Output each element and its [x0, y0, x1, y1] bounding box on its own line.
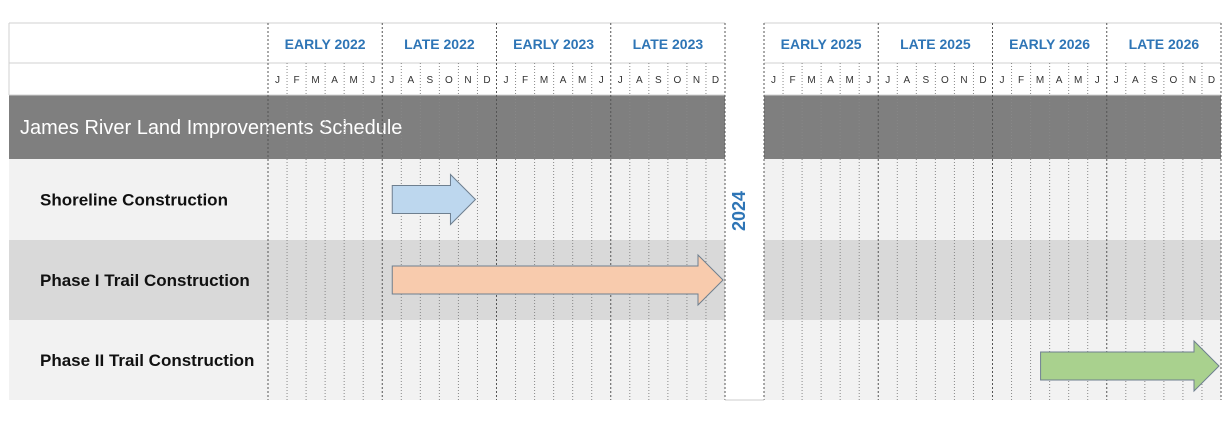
row-background-left — [9, 159, 725, 240]
month-tick-label-left: A — [636, 75, 643, 86]
month-tick-label-left: S — [655, 75, 662, 86]
month-tick-label-left: M — [311, 75, 319, 86]
month-tick-label-right: J — [1095, 75, 1100, 86]
month-tick-label-right: S — [923, 75, 930, 86]
period-label-right: EARLY 2026 — [1009, 36, 1090, 52]
month-tick-label-left: J — [504, 75, 509, 86]
month-tick-label-left: M — [350, 75, 358, 86]
month-tick-label-left: N — [464, 75, 471, 86]
month-tick-label-left: F — [294, 75, 300, 86]
month-tick-label-left: F — [522, 75, 528, 86]
month-tick-label-left: M — [540, 75, 548, 86]
month-tick-label-left: J — [275, 75, 280, 86]
month-tick-label-right: M — [1074, 75, 1082, 86]
month-tick-label-right: O — [941, 75, 949, 86]
month-tick-label-right: A — [827, 75, 834, 86]
month-tick-label-left: J — [370, 75, 375, 86]
chart-title: James River Land Improvements Schedule — [20, 117, 402, 139]
month-tick-label-left: N — [693, 75, 700, 86]
gap-year-label: 2024 — [729, 191, 749, 231]
month-tick-label-left: O — [445, 75, 453, 86]
month-tick-label-right: J — [1114, 75, 1119, 86]
month-tick-label-left: A — [560, 75, 567, 86]
month-tick-label-right: F — [790, 75, 796, 86]
task-arrow — [391, 253, 724, 307]
month-tick-label-left: M — [578, 75, 586, 86]
month-tick-label-left: A — [407, 75, 414, 86]
period-label-left: EARLY 2023 — [513, 36, 594, 52]
month-tick-label-left: A — [331, 75, 338, 86]
gap-column — [725, 23, 764, 400]
month-tick-label-right: J — [771, 75, 776, 86]
month-tick-label-right: J — [885, 75, 890, 86]
month-tick-label-right: D — [1208, 75, 1215, 86]
month-tick-label-right: A — [903, 75, 910, 86]
task-label: Shoreline Construction — [40, 191, 228, 210]
month-tick-label-right: O — [1170, 75, 1178, 86]
month-tick-label-left: D — [712, 75, 719, 86]
month-tick-label-left: J — [618, 75, 623, 86]
month-tick-label-right: S — [1151, 75, 1158, 86]
month-tick-label-left: S — [427, 75, 434, 86]
task-arrow — [1040, 339, 1220, 393]
month-tick-label-right: F — [1018, 75, 1024, 86]
title-band-left — [9, 95, 725, 159]
period-label-right: LATE 2025 — [900, 36, 971, 52]
period-label-left: LATE 2023 — [633, 36, 704, 52]
month-tick-label-right: M — [807, 75, 815, 86]
month-tick-label-right: D — [979, 75, 986, 86]
month-tick-label-right: N — [1189, 75, 1196, 86]
month-tick-label-right: J — [1000, 75, 1005, 86]
task-arrow — [391, 173, 477, 226]
month-tick-label-right: A — [1132, 75, 1139, 86]
month-tick-label-left: D — [483, 75, 490, 86]
period-label-right: LATE 2026 — [1129, 36, 1200, 52]
month-tick-label-right: A — [1056, 75, 1063, 86]
month-tick-label-right: N — [960, 75, 967, 86]
row-background-left — [9, 320, 725, 400]
month-tick-label-right: J — [866, 75, 871, 86]
month-tick-label-right: M — [846, 75, 854, 86]
month-tick-label-left: J — [599, 75, 604, 86]
period-label-left: EARLY 2022 — [285, 36, 366, 52]
period-label-right: EARLY 2025 — [781, 36, 862, 52]
month-tick-label-right: M — [1036, 75, 1044, 86]
month-tick-label-left: O — [674, 75, 682, 86]
month-tick-label-left: J — [389, 75, 394, 86]
task-label: Phase II Trail Construction — [40, 351, 254, 370]
task-label: Phase I Trail Construction — [40, 271, 250, 290]
period-label-left: LATE 2022 — [404, 36, 475, 52]
